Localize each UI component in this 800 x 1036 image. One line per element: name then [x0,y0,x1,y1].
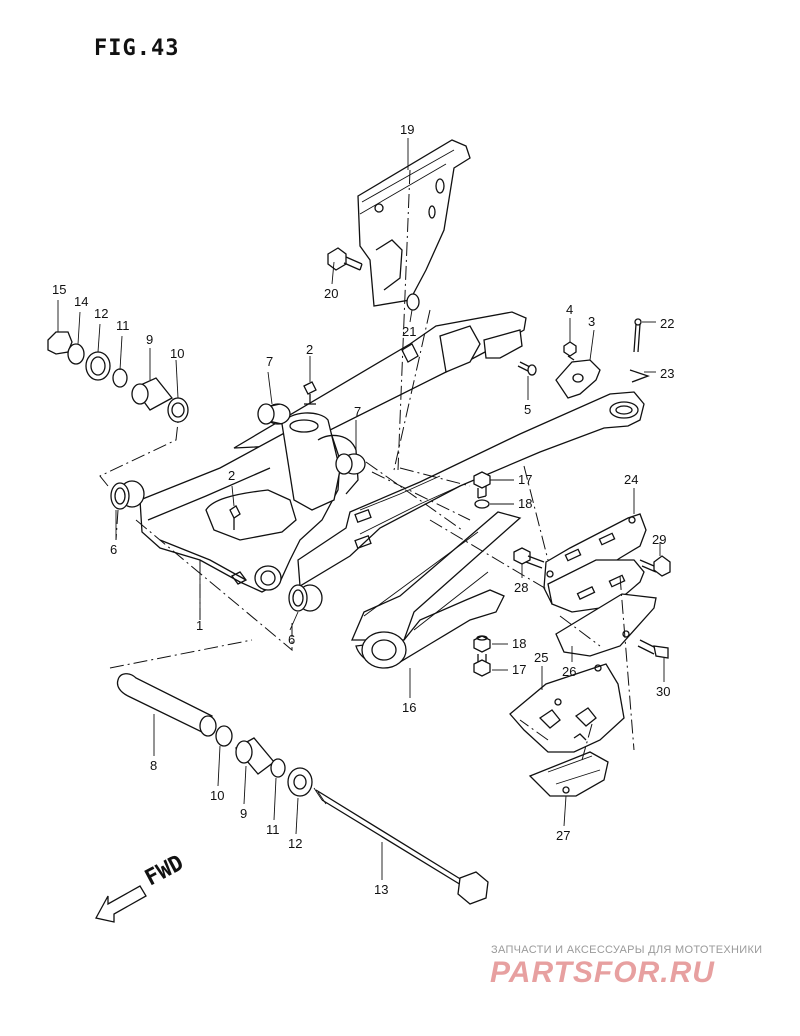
part-bolt-17b [473,654,491,677]
part-screw-30 [637,639,669,659]
callout-8: 8 [150,758,157,773]
part-pivot-bolt-13 [313,787,489,905]
callout-14: 14 [74,294,88,309]
part-swingarm [139,311,645,593]
callout-17-lower: 17 [512,662,526,677]
fwd-label: FWD [141,851,188,892]
callout-9: 9 [146,332,153,347]
part-stack-upper [47,331,189,423]
callout-2-lower: 2 [228,468,235,483]
callout-12: 12 [94,306,108,321]
callout-6-lower: 6 [288,632,295,647]
part-washer-18a [474,499,490,509]
callout-9-lower: 9 [240,806,247,821]
callout-24: 24 [624,472,638,487]
part-pin-22 [633,318,642,353]
part-clip-23 [629,369,650,383]
callout-3: 3 [588,314,595,329]
leader-lines [57,138,665,880]
callout-2: 2 [306,342,313,357]
figure-title: FIG.43 [94,36,180,61]
part-cover-27 [528,751,609,797]
part-pivot-shaft-8 [116,673,217,737]
callout-26: 26 [562,664,576,679]
callout-18: 18 [518,496,532,511]
watermark-tagline: ЗАПЧАСТИ И АКСЕССУАРЫ ДЛЯ МОТОТЕХНИКИ [491,944,763,956]
callout-22: 22 [660,316,674,331]
part-bolt-20 [327,247,363,271]
part-washer-11b [270,758,286,778]
callout-10: 10 [170,346,184,361]
callout-20: 20 [324,286,338,301]
watermark-logo: PARTSFOR.RU [490,956,715,989]
callout-19: 19 [400,122,414,137]
callout-29: 29 [652,532,666,547]
callout-25: 25 [534,650,548,665]
callout-6: 6 [110,542,117,557]
callout-17: 17 [518,472,532,487]
part-chain-slider [351,511,522,669]
assembly-lines [99,169,635,761]
callout-labels: 15 14 12 11 9 10 7 2 7 2 6 1 6 19 20 21 … [52,122,674,897]
part-bearing-7a [257,403,291,425]
part-washer-12b [287,767,313,797]
callout-12-lower: 12 [288,836,302,851]
callout-5: 5 [524,402,531,417]
callout-30: 30 [656,684,670,699]
callout-11-lower: 11 [266,822,280,837]
part-adjuster-3 [555,359,601,399]
part-bolt-29 [639,555,671,577]
part-grease-nipple-2b [229,505,241,530]
part-chain-guard-25 [509,663,625,753]
part-grease-nipple-2a [303,381,317,405]
part-chain-case [357,139,471,307]
part-bearing-7b [335,453,366,475]
callout-28: 28 [514,580,528,595]
fwd-arrow-icon [95,885,147,923]
part-spacer-9b [234,737,275,775]
part-nut-18b [473,635,491,653]
callout-4: 4 [566,302,573,317]
callout-7: 7 [266,354,273,369]
part-bearing-6b [288,584,323,612]
part-bolt-5 [517,361,537,376]
callout-10-lower: 10 [210,788,224,803]
part-washer-21 [406,293,420,311]
part-bolt-17a [473,471,491,499]
part-chain-guide-26 [547,559,657,657]
callout-23: 23 [660,366,674,381]
callout-15: 15 [52,282,66,297]
callout-1: 1 [196,618,203,633]
callout-27: 27 [556,828,570,843]
callout-16: 16 [402,700,416,715]
part-seal-10b [215,725,233,747]
callout-21: 21 [402,324,416,339]
callout-7-right: 7 [354,404,361,419]
part-bearing-6a [110,480,145,510]
callout-18-lower: 18 [512,636,526,651]
callout-11: 11 [116,318,130,333]
part-bolt-4 [563,341,577,361]
part-bolt-28 [513,547,545,569]
callout-13: 13 [374,882,388,897]
